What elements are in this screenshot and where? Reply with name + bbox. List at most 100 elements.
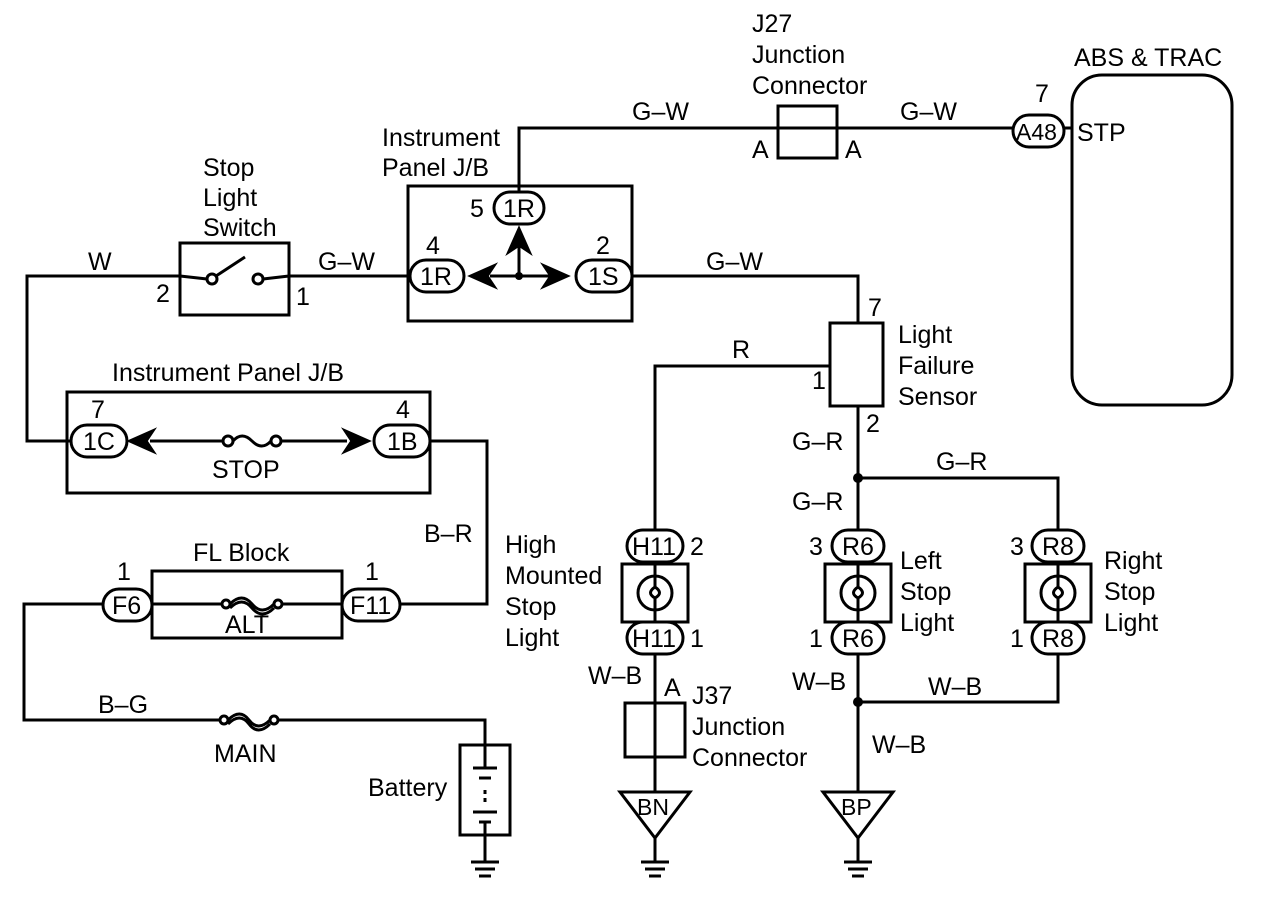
lfs-pin-1: 1 [812, 367, 826, 395]
connector-h11-top [625, 528, 685, 564]
wire-gr-branch [858, 476, 1060, 530]
ipjb-top-pin-4: 4 [426, 232, 440, 260]
ipjb-bot-pin-7: 7 [91, 396, 105, 424]
arrow-bot-right [340, 427, 372, 455]
connector-f6-label: F6 [112, 592, 141, 620]
abs-stp-label: STP [1077, 119, 1126, 147]
switch-contact-left [205, 272, 219, 286]
right-label-l3: Light [1104, 609, 1158, 637]
wire-r8-down [858, 652, 1060, 704]
left-filament [852, 577, 864, 609]
r6-pin-1: 1 [809, 625, 823, 653]
lfs-label-l3: Sensor [898, 383, 977, 411]
h11-pin-2: 2 [690, 533, 704, 561]
wire-label-bg: B–G [98, 691, 148, 719]
ipjb-bottom-label: Instrument Panel J/B [112, 359, 344, 387]
hm-filament [649, 577, 661, 609]
fuse-alt-end-left [220, 598, 232, 610]
connector-r6-bot-label: R6 [842, 625, 874, 653]
ipjb-top-bus-dot [515, 272, 523, 280]
connector-1b [372, 423, 432, 459]
connector-r8-bot [1030, 620, 1086, 656]
wire-label-gr-3: G–R [792, 488, 843, 516]
connector-h11-bot-label: H11 [632, 625, 676, 653]
hm-label-l4: Light [505, 624, 559, 652]
abs-trac-label: ABS & TRAC [1074, 44, 1222, 72]
fuse-stop-symbol [231, 434, 273, 448]
r6-pin-3: 3 [809, 533, 823, 561]
wire-label-wb-3: W–B [928, 673, 982, 701]
j27-label-id: J27 [752, 10, 792, 38]
junction-dot-gr [853, 473, 863, 483]
ground-bp [844, 860, 872, 878]
connector-1s-label: 1S [588, 263, 619, 291]
right-filament [1052, 577, 1064, 609]
hm-label-l3: Stop [505, 593, 556, 621]
ipjb-top-pin-5: 5 [470, 195, 484, 223]
right-label-l2: Stop [1104, 578, 1155, 606]
wire-label-gr-1: G–R [792, 428, 843, 456]
fuse-stop-end-left [221, 434, 235, 448]
j27-junction-connector [776, 104, 839, 160]
j27-label-l1: Junction [752, 41, 845, 69]
ipjb-top-label-l2: Panel J/B [382, 154, 489, 182]
connector-r8-top [1030, 528, 1086, 564]
ground-bp-label: BP [841, 794, 872, 820]
left-bulb [839, 574, 877, 612]
left-label-l2: Stop [900, 578, 951, 606]
wire-label-wb-4: W–B [872, 731, 926, 759]
j27-pin-left: A [752, 136, 769, 164]
j37-label-l2: Connector [692, 744, 807, 772]
fuse-alt-end-right [272, 598, 284, 610]
r8-pin-1: 1 [1010, 625, 1024, 653]
connector-a48 [1011, 113, 1066, 149]
connector-h11-bot [625, 620, 685, 656]
connector-1r-left-label: 1R [420, 263, 452, 291]
fuse-alt-label: ALT [225, 611, 269, 639]
stop-switch-label-l1: Stop [203, 154, 254, 182]
connector-1r-left [408, 258, 466, 294]
abs-pin-7: 7 [1035, 80, 1049, 108]
connector-1c-label: 1C [83, 428, 115, 456]
arrow-up [505, 225, 533, 257]
r8-pin-3: 3 [1010, 533, 1024, 561]
connector-1r-top [492, 190, 546, 226]
fuse-main-end-left [218, 714, 230, 726]
hm-label-l2: Mounted [505, 562, 602, 590]
ipjb-top-pin-2: 2 [596, 232, 610, 260]
switch-pin-1: 1 [296, 283, 310, 311]
lfs-pin-7: 7 [868, 294, 882, 322]
wire-w [25, 274, 180, 443]
ground-bn [641, 860, 669, 878]
stop-switch-label-l2: Light [203, 184, 257, 212]
j27-label-l2: Connector [752, 72, 867, 100]
instrument-panel-jb-top [406, 184, 634, 323]
lfs-label-l2: Failure [898, 352, 974, 380]
switch-blade [215, 255, 246, 278]
switch-contact-right [251, 272, 265, 286]
abs-trac-ecu [1070, 73, 1234, 407]
connector-1b-label: 1B [387, 428, 418, 456]
j37-pin-a: A [664, 674, 681, 702]
arrow-right [539, 262, 571, 290]
wire-label-1s-out: G–W [706, 248, 763, 276]
ipjb-bot-pin-4: 4 [396, 396, 410, 424]
battery-label: Battery [368, 774, 448, 802]
h11-pin-1: 1 [690, 625, 704, 653]
wire-label-wb-2: W–B [792, 668, 846, 696]
wire-bg [22, 602, 220, 722]
left-label-l1: Left [900, 547, 942, 575]
fuse-main-label: MAIN [214, 740, 277, 768]
connector-f6 [101, 587, 154, 623]
lfs-pin-2: 2 [866, 410, 880, 438]
fuse-alt-symbol [228, 596, 276, 616]
right-bulb [1039, 574, 1077, 612]
connector-f11 [340, 587, 402, 623]
connector-r8-top-label: R8 [1042, 533, 1074, 561]
j37-label-l1: Junction [692, 713, 785, 741]
connector-a48-label: A48 [1016, 119, 1057, 145]
connector-1r-top-label: 1R [503, 195, 535, 223]
switch-lead-left [179, 274, 208, 281]
f6-pin-1: 1 [117, 558, 131, 586]
